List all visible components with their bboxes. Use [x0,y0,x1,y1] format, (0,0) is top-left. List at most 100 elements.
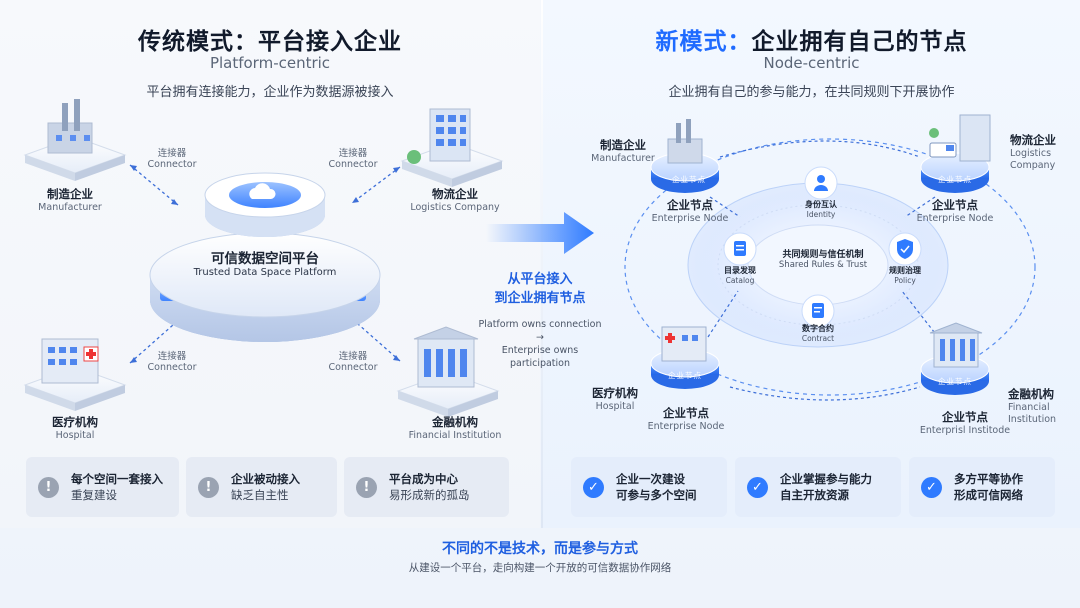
connector-en: Connector [147,362,197,373]
label-en-line1: Financial [1008,402,1050,413]
label-cn: 制造企业 [600,138,646,152]
right-org-logistics: 物流企业 Logistics Company [1010,132,1076,172]
module-policy-label: 规则治理 Policy [875,265,935,285]
footer-headline: 不同的不是技术，而是参与方式 [442,541,638,557]
right-title: 新模式：企业拥有自己的节点 [543,22,1080,56]
enterprise-node-pod-br [920,322,990,395]
label-cn: 医疗机构 [592,386,638,400]
alert-icon: ! [38,476,59,498]
pod-label-bl: 企业节点 [668,371,702,380]
label-en: Contract [801,334,835,343]
label-cn: 身份互认 [805,200,837,209]
box-line2: 缺乏自主性 [231,488,289,502]
module-contract-label: 数字合约 Contract [788,323,848,343]
check-icon: ✓ [583,476,604,498]
connector-cn: 连接器 [338,148,368,159]
label-en: Logistics Company [410,202,500,213]
left-subtitle: Platform-centric [209,54,331,72]
box-line1: 平台成为中心 [389,472,458,486]
right-org-finance: 金融机构 Financial Institution [1008,386,1074,426]
middle-heading-line1: 从平台接入 [507,272,573,287]
connector-cn: 连接器 [157,351,187,362]
label-cn: 规则治理 [889,266,921,275]
label-en-line1: Logistics [1010,148,1052,159]
box-line2: 形成可信网络 [954,488,1023,502]
logistics-tile [400,108,504,187]
hospital-tile [23,338,127,411]
transition-arrow [486,212,594,254]
box-line1: 企业一次建设 [616,472,685,486]
right-org-hospital: 医疗机构 Hospital [580,385,650,413]
left-title: 传统模式：平台接入企业 [138,29,402,55]
check-icon: ✓ [747,476,768,498]
middle-note-line2: Enterprise owns [501,345,579,356]
label-en: Catalog [725,276,755,285]
left-box-3: ! 平台成为中心易形成新的孤岛 [344,457,509,517]
box-line2: 自主开放资源 [780,488,849,502]
right-title-rest: 企业拥有自己的节点 [751,29,968,55]
label-en: Enterprise Node [647,421,725,432]
box-line1: 企业掌握参与能力 [780,472,872,486]
module-identity-label: 身份互认 Identity [791,199,851,219]
label-en: Policy [894,276,916,285]
platform-disc [149,172,381,342]
label-en: Enterprise Node [651,213,729,224]
box-line2: 可参与多个空间 [616,488,697,502]
right-org-manufacturer: 制造企业 Manufacturer [585,137,661,165]
label-en-line2: Institution [1008,414,1057,425]
enterprise-node-pod-tr [920,114,991,193]
platform-en: Trusted Data Space Platform [193,267,337,278]
connector-label-tl: 连接器 Connector [144,148,200,170]
label-cn: 金融机构 [1008,387,1054,401]
left-box-2: ! 企业被动接入缺乏自主性 [186,457,337,517]
label-cn: 制造企业 [47,187,93,201]
left-diagram [23,99,504,417]
finance-tile [396,326,500,417]
policy-icon [888,232,922,266]
right-title-accent: 新模式： [655,29,752,55]
pod-label-tr: 企业节点 [938,175,972,184]
platform-cn: 可信数据空间平台 [211,251,319,267]
label-en: Hospital [595,401,635,412]
left-node-manufacturer: 制造企业 Manufacturer [20,186,120,214]
label-cn: 数字合约 [802,324,834,333]
module-catalog-label: 目录发现 Catalog [710,265,770,285]
connector-label-tr: 连接器 Connector [325,148,381,170]
center-en: Shared Rules & Trust [778,260,868,270]
label-en: Enterprisl Institode [919,425,1011,436]
box-line2: 重复建设 [71,488,117,502]
pod-label-tl: 企业节点 [672,175,706,184]
middle-heading: 从平台接入 到企业拥有节点 [470,270,610,308]
left-description: 平台拥有连接能力，企业作为数据源被接入 [146,85,394,100]
label-cn: 企业节点 [932,198,978,212]
box-line1: 企业被动接入 [231,472,300,486]
label-cn: 物流企业 [432,187,478,201]
left-node-hospital: 医疗机构 Hospital [20,414,130,442]
enterprise-node-pod-bl [650,326,720,389]
enterprise-node-label-tl: 企业节点 Enterprise Node [640,197,740,225]
connector-label-bl: 连接器 Connector [144,351,200,373]
middle-note-line3: participation [509,358,571,369]
right-box-2: ✓ 企业掌握参与能力自主开放资源 [735,457,901,517]
enterprise-node-label-bl: 企业节点 Enterprise Node [636,405,736,433]
right-box-3: ✓ 多方平等协作形成可信网络 [909,457,1055,517]
left-node-logistics: 物流企业 Logistics Company [400,186,510,214]
center-label: 共同规则与信任机制 Shared Rules & Trust [768,247,878,270]
center-cn: 共同规则与信任机制 [782,250,864,260]
label-en: Hospital [55,430,95,441]
label-en: Manufacturer [38,202,102,213]
manufacturer-tile [23,99,127,181]
middle-note: Platform owns connection → Enterprise ow… [470,318,610,370]
label-en: Enterprise Node [916,213,994,224]
middle-heading-line2: 到企业拥有节点 [494,291,586,306]
label-en: Identity [806,210,836,219]
connector-cn: 连接器 [157,148,187,159]
label-cn: 企业节点 [942,410,988,424]
cloud-icon [249,183,276,199]
connector-en: Connector [147,159,197,170]
alert-icon: ! [356,476,377,498]
label-en-line2: Company [1010,160,1056,171]
right-description: 企业拥有自己的参与能力，在共同规则下开展协作 [668,85,955,100]
panel-divider [541,0,543,528]
label-cn: 企业节点 [663,406,709,420]
